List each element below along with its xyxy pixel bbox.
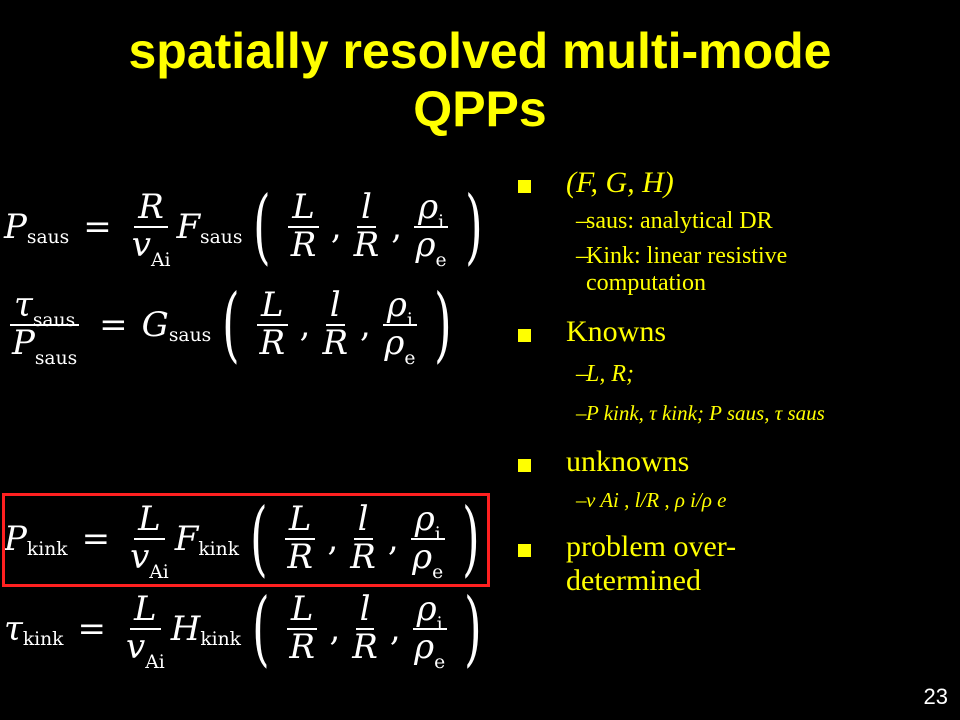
title-line-1: spatially resolved multi-mode bbox=[128, 23, 832, 79]
eq1-lhs: P bbox=[4, 206, 27, 247]
highlight-box bbox=[2, 493, 490, 587]
bullet-knowns: Knowns bbox=[518, 315, 958, 349]
sub-bullet-lr: –L, R; bbox=[576, 361, 634, 387]
title-line-2: QPPs bbox=[413, 81, 547, 137]
slide-title: spatially resolved multi-mode QPPs bbox=[0, 22, 960, 138]
page-number: 23 bbox=[923, 684, 948, 709]
sub-bullet-saus: –saus: analytical DR bbox=[576, 208, 773, 234]
eq1-prefactor: R vAi bbox=[131, 187, 171, 272]
bullet-overdetermined: problem over-determined bbox=[518, 530, 958, 598]
sub-bullet-unknowns: –v Ai , l/R , ρ i/ρ e bbox=[576, 488, 727, 512]
sub-bullet-periods: –P kink, τ kink; P saus, τ saus bbox=[576, 401, 825, 425]
eq2-lhs: τsaus Psaus bbox=[10, 285, 80, 370]
bullet-list: (F, G, H) –saus: analytical DR –Kink: li… bbox=[518, 166, 958, 598]
bullet-unknowns: unknowns bbox=[518, 445, 958, 479]
bullet-fgh: (F, G, H) bbox=[518, 166, 958, 200]
